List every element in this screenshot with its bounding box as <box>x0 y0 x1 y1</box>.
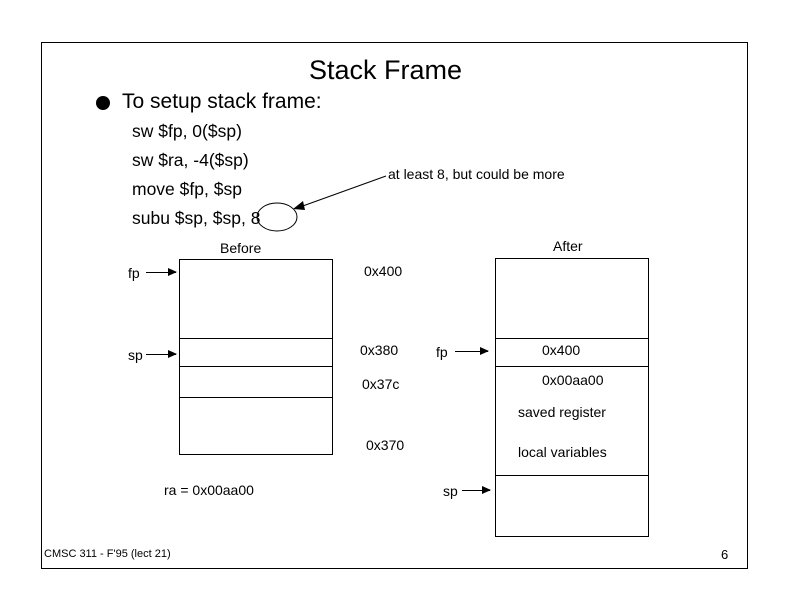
after-cell-saved-register: saved register <box>518 404 606 420</box>
after-divider-2 <box>495 366 649 367</box>
after-cell-saved-fp: 0x400 <box>542 342 581 358</box>
after-cell-saved-ra: 0x00aa00 <box>542 372 604 388</box>
highlight-ellipse <box>256 202 298 232</box>
slide-title: Stack Frame <box>309 55 463 85</box>
annotation-arrow-line <box>299 175 387 208</box>
ra-note: ra = 0x00aa00 <box>164 482 254 498</box>
code-line-3: move $fp, $sp <box>132 179 242 199</box>
after-divider-3 <box>495 475 649 476</box>
annotation-arrowhead-icon <box>293 201 305 210</box>
footer-course-label: CMSC 311 - F'95 (lect 21) <box>44 548 171 560</box>
slide-frame <box>41 42 748 569</box>
after-fp-arrow-icon <box>455 347 489 355</box>
address-0x380: 0x380 <box>360 342 399 358</box>
code-line-2: sw $ra, -4($sp) <box>132 150 249 170</box>
address-0x400: 0x400 <box>364 263 403 279</box>
bullet-point-icon <box>96 96 110 110</box>
before-stack-box <box>179 259 333 455</box>
annotation-text: at least 8, but could be more <box>388 166 565 182</box>
after-sp-arrow-icon <box>462 486 491 494</box>
after-sp-label: sp <box>443 483 458 499</box>
bullet-text: To setup stack frame: <box>122 90 322 113</box>
code-line-1: sw $fp, 0($sp) <box>132 121 242 141</box>
before-sp-arrow-icon <box>146 350 177 358</box>
before-sp-label: sp <box>128 347 143 363</box>
before-divider-3 <box>179 397 333 398</box>
address-0x370: 0x370 <box>366 437 405 453</box>
before-fp-arrow-icon <box>146 268 177 276</box>
address-0x37c: 0x37c <box>362 376 400 392</box>
after-fp-label: fp <box>436 344 448 360</box>
before-divider-2 <box>179 366 333 367</box>
after-heading: After <box>553 238 583 254</box>
after-divider-1 <box>495 338 649 339</box>
before-fp-label: fp <box>128 265 140 281</box>
after-cell-local-variables: local variables <box>518 444 607 460</box>
before-divider-1 <box>179 338 333 339</box>
page-number: 6 <box>721 547 729 562</box>
before-heading: Before <box>220 240 262 256</box>
code-line-4: subu $sp, $sp, 8 <box>132 208 261 228</box>
after-stack-box <box>495 258 649 537</box>
